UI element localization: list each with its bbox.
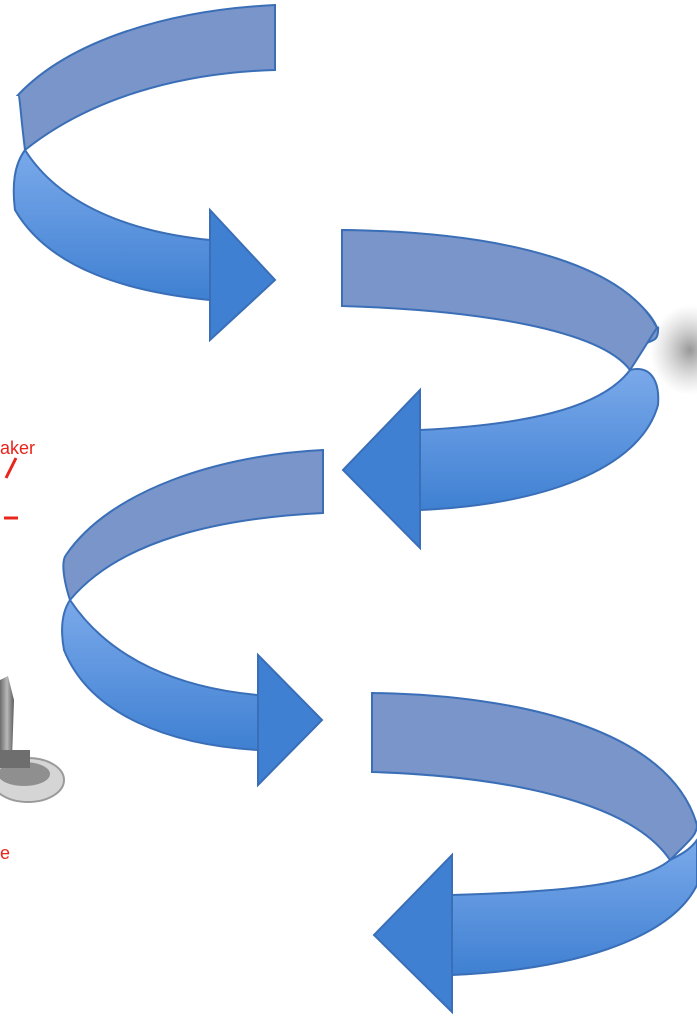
cropped-device-icon (0, 676, 64, 802)
curved-arrow-icon (14, 5, 275, 340)
red-pointer-mark (4, 458, 18, 518)
curved-arrow-icon (62, 450, 323, 785)
curved-arrow-icon (372, 693, 697, 1012)
curved-arrow-icon (342, 230, 658, 548)
background-blob (650, 305, 697, 395)
cropped-label-top: aker (0, 438, 35, 458)
cropped-label-bottom: e (0, 843, 10, 863)
